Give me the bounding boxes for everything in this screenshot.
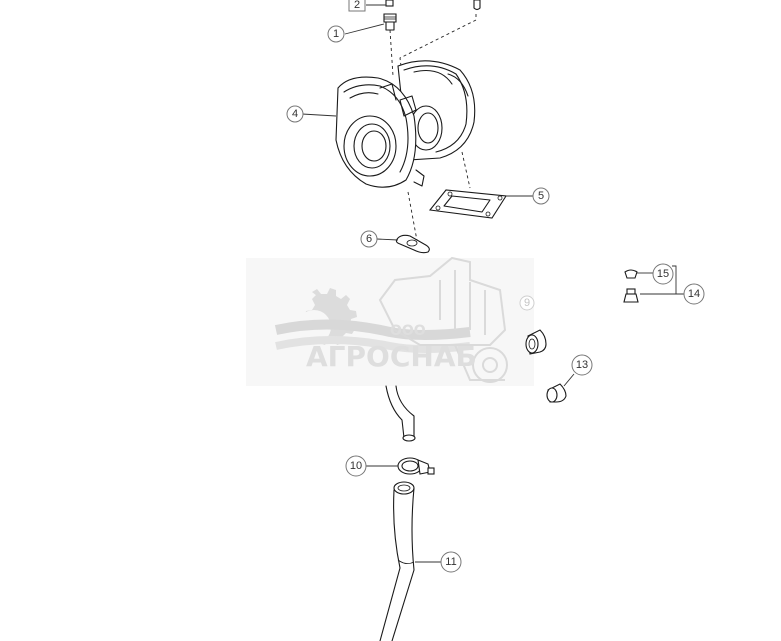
callout-part-4[interactable]: 4: [286, 105, 304, 123]
part-turbocharger: [335, 60, 476, 188]
watermark-company-prefix: ООО: [390, 323, 426, 339]
callout-part-14[interactable]: 14: [683, 283, 705, 305]
callout-label: 15: [657, 268, 669, 280]
watermark-gear-logo: [297, 288, 357, 345]
callout-label: 11: [445, 556, 456, 568]
callout-label: 5: [538, 190, 544, 202]
watermark-combine-harvester: [378, 256, 508, 383]
callout-part-2[interactable]: 2: [348, 0, 366, 12]
part-fitting-top: [383, 0, 397, 31]
part-oil-return-pipe-upper: [385, 385, 416, 442]
assembly-lines: [389, 14, 477, 247]
callout-label: 4: [292, 108, 298, 120]
part-oil-return-hose: [379, 481, 415, 641]
callout-part-13[interactable]: 13: [571, 354, 593, 376]
callout-part-1[interactable]: 1: [327, 25, 345, 43]
callout-part-11[interactable]: 11: [440, 551, 462, 573]
part-hose-clamp: [397, 457, 435, 475]
callout-label: 9: [524, 297, 530, 309]
callout-part-15[interactable]: 15: [652, 263, 674, 285]
callout-label: 2: [354, 0, 360, 11]
part-bushing-9: [525, 329, 547, 355]
callout-label: 6: [366, 233, 372, 245]
agrosnab-watermark: ООО АГРОСНАБ: [246, 256, 534, 386]
part-turbine-gasket: [428, 189, 507, 219]
callout-label: 13: [576, 359, 588, 371]
callout-label: 1: [333, 28, 339, 40]
part-oil-gasket: [395, 234, 430, 254]
callout-part-6[interactable]: 6: [360, 230, 378, 248]
callout-label: 10: [350, 460, 362, 472]
part-fitting-washer: [624, 269, 638, 279]
part-bushing-13: [546, 383, 567, 403]
part-fitting-plug: [623, 288, 639, 303]
callout-label: 14: [688, 288, 700, 300]
callout-part-10[interactable]: 10: [345, 455, 367, 477]
watermark-company-name: АГРОСНАБ: [306, 340, 477, 373]
callout-part-9[interactable]: 9: [519, 295, 535, 311]
leader-lines: [301, 4, 684, 563]
callout-part-5[interactable]: 5: [532, 187, 550, 205]
part-small-pin: [473, 0, 481, 11]
